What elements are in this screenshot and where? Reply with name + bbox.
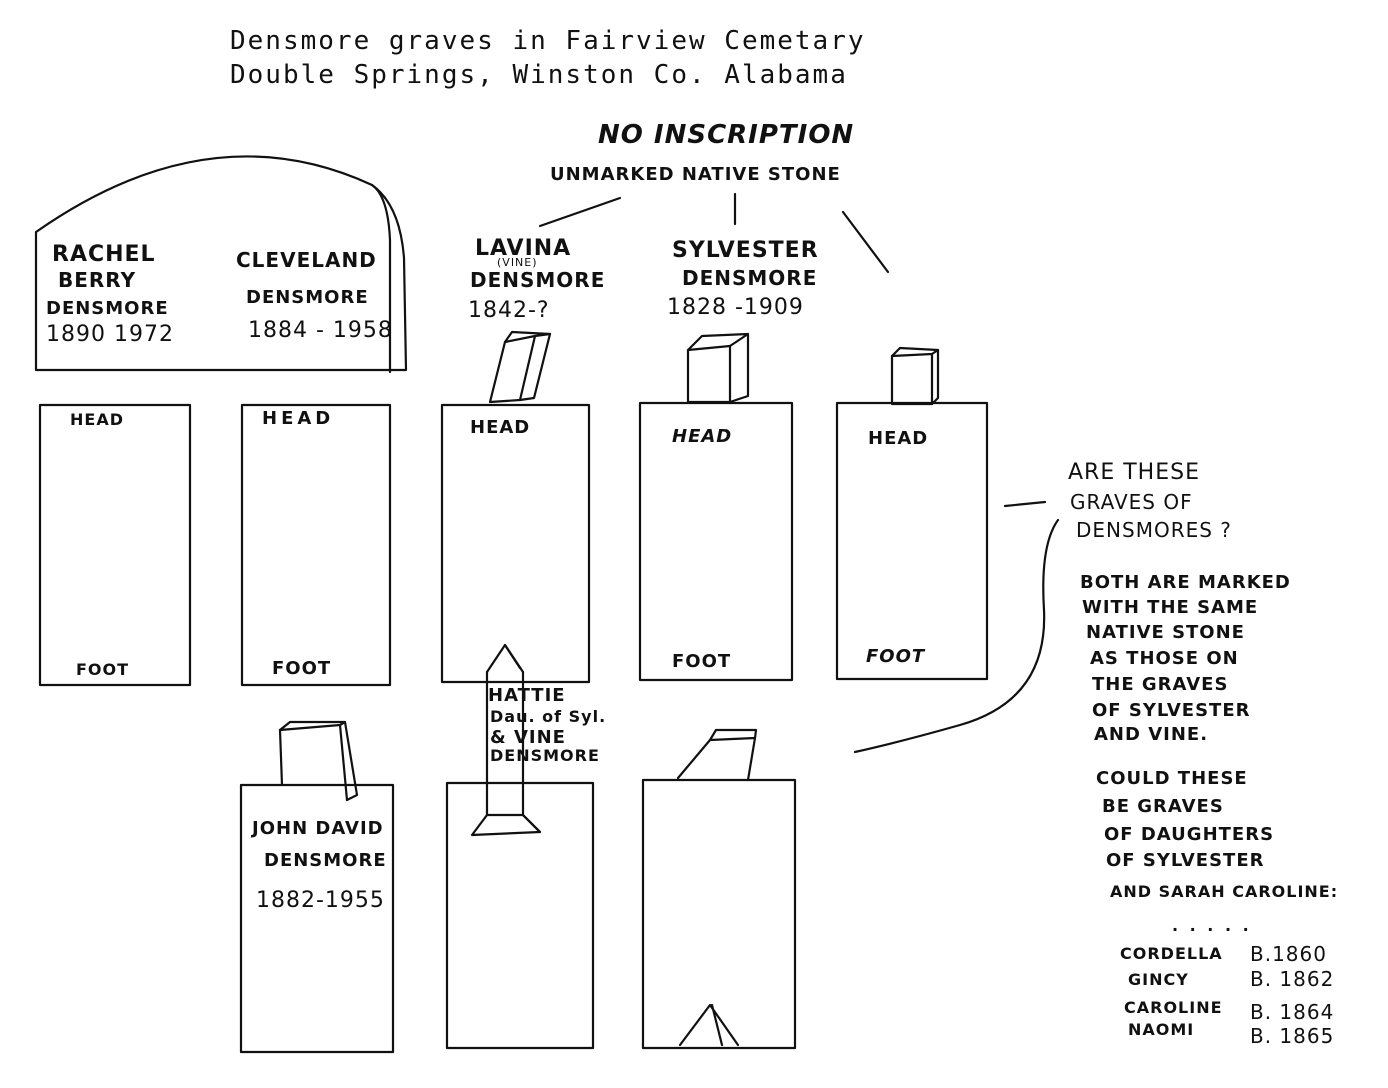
cleveland-name: Cleveland [236,248,377,272]
headstone-arch-inner-line [370,183,392,374]
native-stone-sylvester [686,332,750,404]
unmarked-native-stone-label: Unmarked Native Stone [550,164,841,185]
question-line-3: Densmores ? [1076,518,1232,542]
head-label-unmarked: Head [868,428,929,449]
note-both-line-5: the graves [1092,674,1229,695]
daughter-born-3: b. 1864 [1250,1000,1335,1024]
grave-lavina [440,403,591,684]
head-label-lavina: Head [470,417,531,438]
lavina-name: Lavina [475,236,572,261]
pointer-line-left [538,196,622,228]
rachel-surname: Densmore [46,298,169,319]
daughter-born-1: b.1860 [1250,942,1327,966]
question-line-1: Are these [1068,460,1200,485]
john-dates: 1882-1955 [256,888,385,913]
foot-label-unmarked: Foot [866,646,926,667]
head-label-sylvester: Head [672,426,733,447]
john-surname: Densmore [264,850,387,871]
note-both-line-6: of Sylvester [1092,700,1251,721]
no-inscription-heading: No Inscription [598,120,855,150]
rachel-dates: 1890 1972 [46,322,174,347]
native-stone-john [278,720,359,802]
grave-hattie [445,781,595,1050]
rachel-name: Rachel [52,242,156,267]
note-could-line-2: be graves [1102,796,1224,817]
note-dots: . . . . . [1172,916,1252,935]
grave-john [239,783,395,1054]
note-could-line-1: Could these [1096,768,1248,789]
shared-arched-headstone [34,155,408,372]
daughter-name-4: Naomi [1128,1020,1195,1039]
title-line-2: Double Springs, Winston Co. Alabama [230,60,848,90]
cleveland-dates: 1884 - 1958 [248,318,393,343]
foot-label-sylvester: Foot [672,651,732,672]
hattie-surname: Densmore [490,746,600,765]
hattie-mother: & Vine [490,727,566,748]
grave-cleveland [240,403,392,687]
daughter-born-4: b. 1865 [1250,1024,1335,1048]
pointer-line-right [841,210,890,274]
john-name: John David [252,818,384,839]
lavina-alias: (vine) [497,256,538,269]
daughter-name-3: Caroline [1124,998,1223,1017]
daughter-born-2: b. 1862 [1250,967,1335,991]
hattie-relation: Dau. of Syl. [490,707,607,726]
sylvester-surname: Densmore [682,266,818,290]
note-both-line-3: native stone [1086,622,1245,643]
cleveland-surname: Densmore [246,287,369,308]
foot-label-cleveland: Foot [272,658,332,679]
grave-unmarked-lower [641,778,797,1050]
note-both-line-4: as those on [1090,648,1239,669]
note-could-line-3: of daughters [1104,824,1275,845]
lavina-surname: Densmore [470,268,606,292]
note-could-line-5: and Sarah Caroline: [1110,882,1339,901]
head-label-cleveland: Head [262,408,335,429]
foot-label-rachel: Foot [76,660,130,679]
pointer-line-question [1003,500,1047,508]
note-could-line-4: of Sylvester [1106,850,1265,871]
native-stone-lavina [488,330,552,404]
stone-sketch-foot [678,1003,740,1047]
grave-rachel [38,403,192,687]
note-both-line-7: and Vine. [1094,724,1209,745]
hattie-name: Hattie [488,685,566,706]
question-line-2: Graves of [1070,490,1193,514]
sylvester-dates: 1828 -1909 [667,295,804,320]
note-both-line-2: with the same [1082,597,1259,618]
rachel-middle-name: Berry [58,268,137,292]
hattie-obelisk [470,643,542,837]
native-stone-unmarked-lower [676,728,758,782]
sylvester-name: Sylvester [672,238,819,263]
pointer-curve-question [853,518,1060,754]
title-line-1: Densmore graves in Fairview Cemetary [230,26,866,56]
daughter-name-1: Cordella [1120,944,1223,963]
daughter-name-2: Gincy [1128,970,1189,989]
note-both-line-1: Both are marked [1080,572,1291,593]
lavina-dates: 1842-? [468,298,550,323]
head-label-rachel: Head [70,410,124,429]
native-stone-unmarked-upper [890,346,940,406]
